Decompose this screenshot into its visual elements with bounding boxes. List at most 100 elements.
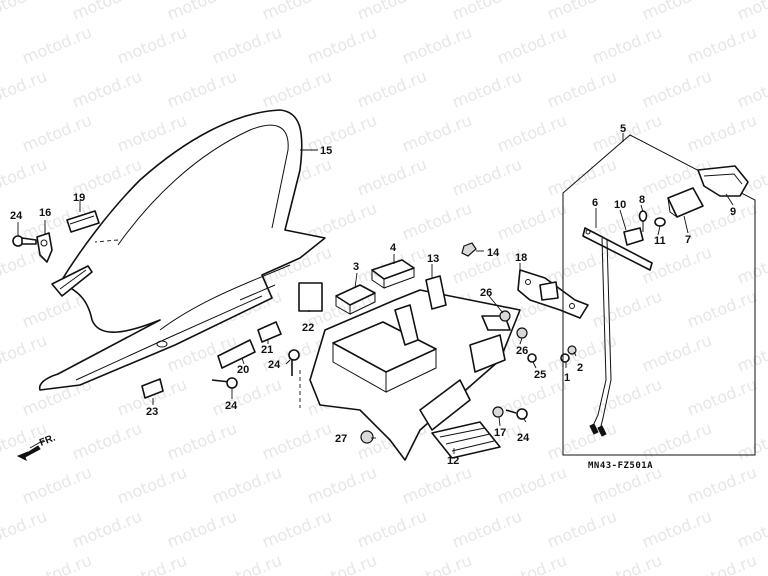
nut-26-lower: [516, 327, 528, 339]
callout: 2: [577, 362, 583, 374]
callout: 15: [320, 145, 332, 157]
watermark-text: motod.ru: [544, 67, 619, 112]
watermark-text: motod.ru: [114, 551, 189, 576]
watermark-text: motod.ru: [494, 551, 569, 576]
part-7-lens: [667, 187, 704, 218]
watermark-text: motod.ru: [734, 0, 768, 24]
watermark-text: motod.ru: [494, 375, 569, 420]
front-direction-arrow: [16, 439, 45, 461]
callout: 19: [73, 192, 85, 204]
watermark-text: motod.ru: [259, 507, 334, 552]
watermark-text: motod.ru: [734, 419, 768, 464]
decal-21: [257, 321, 282, 343]
watermark-text: motod.ru: [684, 23, 759, 68]
watermark-text: motod.ru: [494, 463, 569, 508]
callout: 21: [261, 344, 273, 356]
part-4: [371, 259, 415, 289]
callout-labels: 1 2 3 4 5 6 7 8 9 10 11 12 13 14 15 16 1…: [10, 123, 736, 467]
plate-12: [431, 421, 501, 459]
watermark-text: motod.ru: [19, 23, 94, 68]
watermark-text: motod.ru: [0, 0, 50, 24]
watermark-text: motod.ru: [494, 23, 569, 68]
watermark-text: motod.ru: [114, 23, 189, 68]
watermark-text: motod.ru: [164, 0, 239, 24]
watermark-text: motod.ru: [209, 23, 284, 68]
part-3: [335, 284, 376, 315]
part-10-socket: [623, 227, 644, 246]
watermark-text: motod.ru: [399, 463, 474, 508]
watermark-text: motod.ru: [354, 507, 429, 552]
watermark-text: motod.ru: [639, 419, 714, 464]
watermark-text: motod.ru: [304, 23, 379, 68]
callout: 24: [10, 210, 23, 222]
watermark-text: motod.ru: [544, 507, 619, 552]
watermark-text: motod.ru: [0, 507, 50, 552]
watermark-text: motod.ru: [639, 0, 714, 24]
watermark-text: motod.ru: [164, 67, 239, 112]
watermark-text: motod.ru: [494, 111, 569, 156]
decal-23: [141, 378, 164, 399]
callout: 3: [353, 261, 359, 273]
watermark-text: motod.ru: [69, 419, 144, 464]
callout: 12: [447, 455, 459, 467]
watermark-text: motod.ru: [259, 67, 334, 112]
clip-16: [36, 232, 53, 263]
watermark-text: motod.ru: [19, 111, 94, 156]
callout: 26: [516, 345, 528, 357]
bolt-1: [560, 353, 570, 363]
watermark-text: motod.ru: [639, 67, 714, 112]
part-11-bulb: [654, 217, 666, 227]
nut-27: [360, 430, 374, 444]
bolt-24-left: [12, 235, 37, 247]
part-8-bulb: [638, 210, 648, 232]
watermark-text: motod.ru: [304, 551, 379, 576]
watermark-text: motod.ru: [449, 507, 524, 552]
watermark-text: motod.ru: [114, 463, 189, 508]
watermark-text: motod.ru: [589, 287, 664, 332]
callout: 7: [685, 234, 691, 246]
watermark-text: motod.ru: [304, 463, 379, 508]
decal-19: [66, 210, 100, 233]
nut-26-upper: [499, 310, 511, 322]
callout: 6: [592, 197, 598, 209]
bracket-18: [517, 269, 589, 319]
watermark-text: motod.ru: [589, 375, 664, 420]
watermark-text: motod.ru: [684, 375, 759, 420]
callout: 14: [487, 247, 500, 259]
callout: 9: [730, 206, 736, 218]
watermark-text: motod.ru: [734, 67, 768, 112]
watermark-text: motod.ru: [354, 0, 429, 24]
watermark-text: motod.ru: [209, 463, 284, 508]
callout: 5: [620, 123, 626, 135]
watermark-text: motod.ru: [684, 287, 759, 332]
bolt-24-middle: [211, 377, 238, 389]
watermark-text: motod.ru: [449, 67, 524, 112]
watermark-text: motod.ru: [589, 23, 664, 68]
watermark-text: motod.ru: [399, 551, 474, 576]
watermark-text: motod.ru: [0, 155, 50, 200]
watermark-text: motod.ru: [449, 155, 524, 200]
watermark-text: motod.ru: [354, 67, 429, 112]
part-6-bracket: [582, 227, 653, 271]
callout: 23: [146, 406, 158, 418]
bolt-24-lower: [505, 408, 528, 420]
watermark-text: motod.ru: [164, 507, 239, 552]
watermark-text: motod.ru: [399, 23, 474, 68]
watermark-text: motod.ru: [639, 331, 714, 376]
watermark-text: motod.ru: [734, 243, 768, 288]
watermark-text: motod.ru: [304, 111, 379, 156]
callout: 20: [237, 364, 249, 376]
callout: 25: [534, 369, 546, 381]
callout: 11: [654, 235, 666, 247]
decal-22: [298, 282, 323, 312]
watermark-text: motod.ru: [354, 155, 429, 200]
bolt-24-upper: [288, 349, 300, 376]
nut-14: [461, 242, 477, 257]
watermark-text: motod.ru: [684, 463, 759, 508]
watermark-text: motod.ru: [0, 331, 50, 376]
wiring-harness: [589, 237, 612, 437]
watermark-text: motod.ru: [639, 507, 714, 552]
callout: 18: [515, 252, 527, 264]
